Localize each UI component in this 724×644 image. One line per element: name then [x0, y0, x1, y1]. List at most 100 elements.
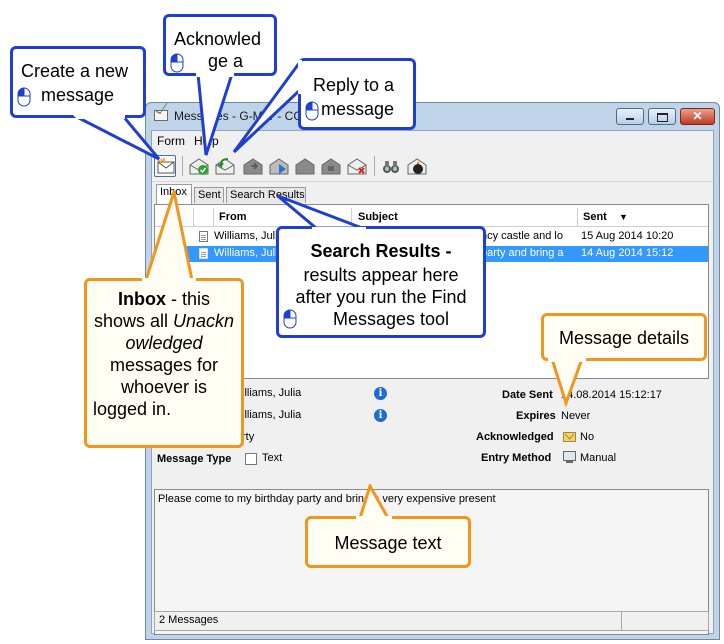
toolbar	[152, 151, 713, 182]
callout-line: Reply to a	[313, 75, 395, 95]
callout-create-message: Create a new message	[10, 46, 161, 161]
callout-line: Messages tool	[332, 309, 450, 329]
message-details: illiams, Julia i illiams, Julia i rty Me…	[154, 381, 709, 489]
callout-italic: owledged	[125, 333, 203, 353]
callout-pointer	[73, 115, 161, 161]
callout-acknowledge: Acknowled ge a	[163, 14, 277, 156]
message-type-label: Message Type	[157, 453, 232, 465]
callout-line: shows all	[93, 311, 168, 331]
to-value: illiams, Julia	[242, 409, 302, 421]
callout-message-text: Message text	[305, 516, 471, 568]
row-from: Williams, Juli	[214, 247, 278, 259]
callout-search-results: Search Results - results appear here aft…	[276, 226, 486, 338]
envelope-icon	[154, 110, 168, 121]
envelope-icon	[563, 432, 576, 442]
callout-pointer	[356, 484, 392, 520]
send-button[interactable]	[268, 155, 290, 177]
sort-arrow-icon: ▼	[619, 212, 628, 222]
acknowledge-icon	[189, 158, 209, 175]
close-button[interactable]: ✕	[680, 108, 715, 125]
callout-title: Inbox	[117, 289, 166, 309]
find-messages-button[interactable]	[380, 155, 402, 177]
row-sent: 15 Aug 2014 10:20	[581, 230, 674, 242]
print-icon	[321, 158, 341, 175]
mouse-left-click-icon	[170, 53, 184, 73]
new-message-button[interactable]	[154, 155, 176, 177]
menu-form[interactable]: Form	[157, 134, 185, 148]
maximize-button[interactable]	[648, 108, 676, 125]
message-text[interactable]: Please come to my birthday party and bri…	[154, 489, 709, 635]
callout-pointer	[142, 190, 196, 282]
mouse-left-click-icon	[17, 87, 31, 107]
column-sent[interactable]: Sent	[583, 211, 607, 223]
reply-button[interactable]	[214, 155, 236, 177]
callout-line: logged in.	[93, 399, 172, 419]
row-subject: party and bring a	[481, 247, 564, 259]
list-header: From Subject Sent ▼	[155, 208, 708, 227]
send-icon	[269, 158, 289, 175]
table-row[interactable]: Williams, Julia ncy castle and lo 15 Aug…	[155, 229, 708, 245]
callout-line: results appear here	[303, 265, 459, 285]
expires-value: Never	[561, 410, 591, 422]
callout-line: after you run the Find	[295, 287, 467, 307]
callout-text: Message text	[334, 533, 442, 553]
callout-text: Message details	[558, 328, 690, 348]
group-value: rty	[242, 431, 255, 443]
exit-icon	[407, 158, 427, 175]
callout-pointer	[232, 60, 302, 154]
print-button[interactable]	[320, 155, 342, 177]
callout-reply: Reply to a message	[298, 58, 416, 130]
document-icon	[199, 248, 208, 259]
mouse-left-click-icon	[305, 101, 319, 121]
acknowledged-label: Acknowledged	[476, 431, 554, 443]
callout-inbox: Inbox - this shows all Unackn owledged m…	[84, 278, 244, 448]
binoculars-icon	[383, 161, 399, 173]
from-value: illiams, Julia	[242, 387, 302, 399]
callout-line: whoever is	[120, 377, 208, 397]
delete-icon	[347, 158, 367, 175]
reply-icon	[215, 158, 235, 175]
computer-icon	[563, 451, 576, 463]
callout-line: message	[321, 99, 395, 119]
callout-line: Acknowled	[174, 29, 262, 49]
entry-method-value: Manual	[580, 452, 617, 464]
new-message-icon	[157, 158, 175, 174]
exit-button[interactable]	[406, 155, 428, 177]
column-from[interactable]: From	[219, 211, 247, 223]
message-type-checkbox	[245, 453, 257, 465]
delete-button[interactable]	[346, 155, 368, 177]
callout-message-details: Message details	[541, 313, 707, 361]
info-icon[interactable]: i	[374, 387, 387, 400]
tab-sent[interactable]: Sent	[194, 187, 224, 203]
info-icon[interactable]: i	[374, 409, 387, 422]
entry-method-label: Entry Method	[481, 452, 552, 464]
date-sent-label: Date Sent	[502, 389, 553, 401]
acknowledge-button[interactable]	[188, 155, 210, 177]
row-from: Williams, Julia	[214, 230, 284, 242]
message-count: 2 Messages	[159, 614, 219, 626]
date-sent-value: 14.08.2014 15:12:17	[561, 389, 662, 401]
archive-button[interactable]	[294, 155, 316, 177]
forward-button[interactable]	[242, 155, 264, 177]
message-type-value: Text	[262, 452, 283, 464]
document-icon	[199, 231, 208, 242]
callout-pointer	[196, 73, 234, 156]
callout-dash: - this	[165, 289, 210, 309]
expires-label: Expires	[516, 410, 556, 422]
row-sent: 14 Aug 2014 15:12	[581, 247, 674, 259]
status-bar: 2 Messages	[154, 611, 709, 631]
callout-title: Search Results	[310, 241, 441, 261]
callout-line: ge a	[208, 51, 244, 71]
mouse-left-click-icon	[283, 309, 297, 329]
callout-line: messages for	[109, 355, 219, 375]
callout-dash: -	[440, 241, 452, 261]
minimize-button[interactable]	[616, 108, 644, 125]
column-subject[interactable]: Subject	[358, 211, 398, 223]
row-subject: ncy castle and lo	[481, 230, 563, 242]
archive-icon	[295, 158, 315, 175]
callout-pointer	[277, 194, 366, 230]
callout-italic: Unackn	[173, 311, 235, 331]
callout-pointer	[548, 357, 586, 407]
callout-line: Create a new	[21, 61, 129, 81]
forward-icon	[243, 158, 263, 175]
